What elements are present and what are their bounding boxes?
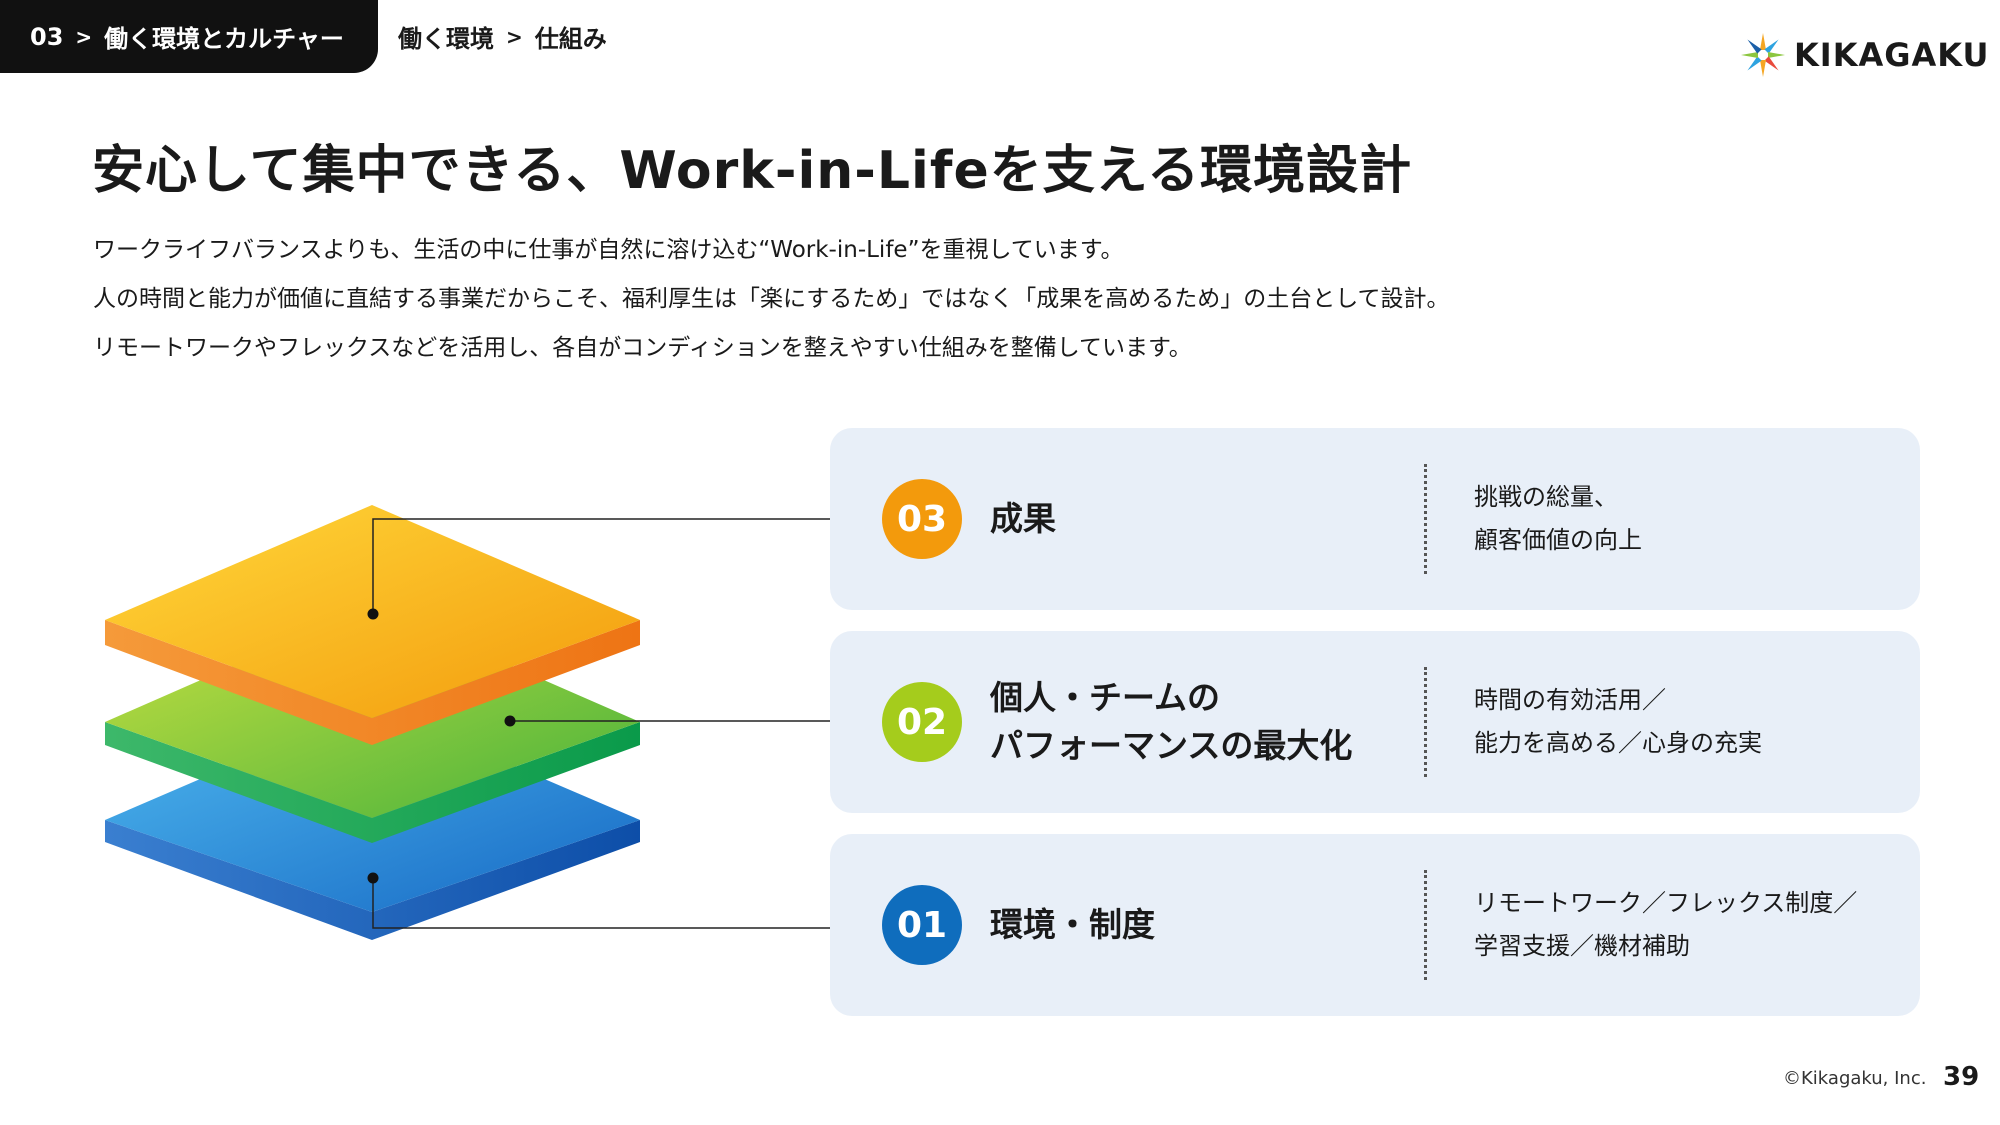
intro-text: ワークライフバランスよりも、生活の中に仕事が自然に溶け込む“Work-in-Li… [93, 226, 1450, 373]
layer-detail: 時間の有効活用／ 能力を高める／心身の充実 [1474, 631, 1894, 813]
layer-detail-line: 能力を高める／心身の充実 [1474, 729, 1762, 757]
layer-detail: 挑戦の総量、 顧客価値の向上 [1474, 428, 1894, 610]
layer-detail-line: 顧客価値の向上 [1474, 526, 1642, 554]
connector-dot [367, 608, 379, 620]
dotted-divider [1424, 870, 1427, 980]
layer-label: 成果 [990, 428, 1390, 610]
layer-label-line: パフォーマンスの最大化 [990, 726, 1353, 765]
layer-label: 個人・チームの パフォーマンスの最大化 [990, 631, 1390, 813]
layer-label-line: 成果 [990, 499, 1056, 538]
connector-dot [367, 872, 379, 884]
layer-card-performance: 02 個人・チームの パフォーマンスの最大化 時間の有効活用／ 能力を高める／心… [830, 631, 1920, 813]
layer-detail-line: 挑戦の総量、 [1474, 483, 1618, 511]
layer-label-line: 環境・制度 [990, 905, 1155, 944]
layer-number-badge: 01 [882, 885, 962, 965]
section-tab: 03 > 働く環境とカルチャー [0, 0, 378, 73]
chevron-right-icon: > [75, 24, 93, 49]
connector-dot [504, 715, 516, 727]
page-number: 39 [1943, 1062, 1980, 1092]
section-number: 03 [30, 22, 64, 51]
company-logo: KIKAGAKU [1738, 30, 1990, 80]
layer-detail: リモートワーク／フレックス制度／ 学習支援／機材補助 [1474, 834, 1894, 1016]
layer-detail-line: 時間の有効活用／ [1474, 686, 1666, 714]
dotted-divider [1424, 667, 1427, 777]
page-title: 安心して集中できる、Work-in-Lifeを支える環境設計 [92, 141, 1413, 201]
layer-detail-line: 学習支援／機材補助 [1474, 932, 1690, 960]
chevron-right-icon: > [506, 24, 523, 49]
connector-line [372, 518, 830, 614]
layer-label: 環境・制度 [990, 834, 1390, 1016]
intro-line: ワークライフバランスよりも、生活の中に仕事が自然に溶け込む“Work-in-Li… [93, 237, 1124, 263]
layer-label-line: 個人・チームの [990, 678, 1221, 717]
logo-mark-icon [1741, 33, 1785, 77]
layer-number-badge: 02 [882, 682, 962, 762]
connector-line [372, 878, 830, 929]
breadcrumb: 働く環境 > 仕組み [398, 0, 607, 73]
breadcrumb-item[interactable]: 仕組み [534, 25, 607, 53]
logo-text: KIKAGAKU [1794, 36, 1990, 74]
dotted-divider [1424, 464, 1427, 574]
layer-card-results: 03 成果 挑戦の総量、 顧客価値の向上 [830, 428, 1920, 610]
copyright: ©Kikagaku, Inc. [1783, 1068, 1927, 1089]
layer-card-environment: 01 環境・制度 リモートワーク／フレックス制度／ 学習支援／機材補助 [830, 834, 1920, 1016]
section-title: 働く環境とカルチャー [104, 25, 344, 53]
intro-line: リモートワークやフレックスなどを活用し、各自がコンディションを整えやすい仕組みを… [93, 335, 1192, 361]
layer-number-badge: 03 [882, 479, 962, 559]
layer-detail-line: リモートワーク／フレックス制度／ [1474, 889, 1858, 917]
intro-line: 人の時間と能力が価値に直結する事業だからこそ、福利厚生は「楽にするため」ではなく… [93, 286, 1450, 312]
breadcrumb-item[interactable]: 働く環境 [398, 25, 494, 53]
